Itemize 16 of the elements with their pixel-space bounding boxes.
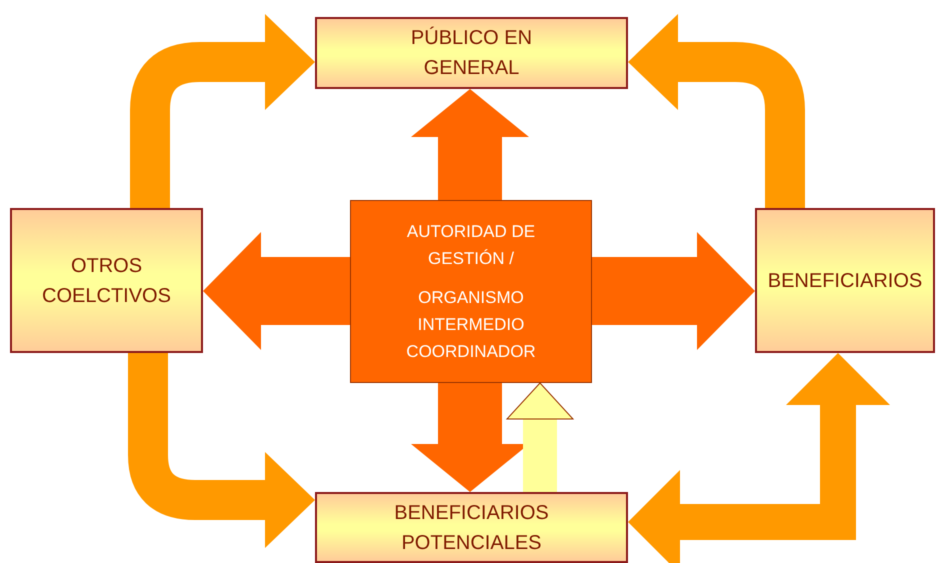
stakeholder-box (10, 208, 203, 353)
box-label: BENEFICIARIOS (768, 268, 922, 294)
box-label: ORGANISMO INTERMEDIO COORDINADOR (405, 286, 537, 364)
block-arrow (506, 382, 574, 492)
stakeholder-box (315, 17, 628, 89)
box-label: BENEFICIARIOS POTENCIALES (393, 500, 550, 556)
box-label: PÚBLICO EN GENERAL (410, 26, 534, 81)
central-box (350, 200, 592, 383)
stakeholder-box (755, 208, 935, 353)
stakeholder-box (315, 492, 628, 563)
block-arrow (628, 353, 890, 563)
block-arrow (203, 232, 350, 350)
block-arrow (411, 89, 529, 200)
box-label: AUTORIDAD DE GESTIÓN / (406, 220, 536, 270)
box-label: OTROS COELCTIVOS (41, 254, 172, 308)
block-arrow (592, 232, 755, 350)
